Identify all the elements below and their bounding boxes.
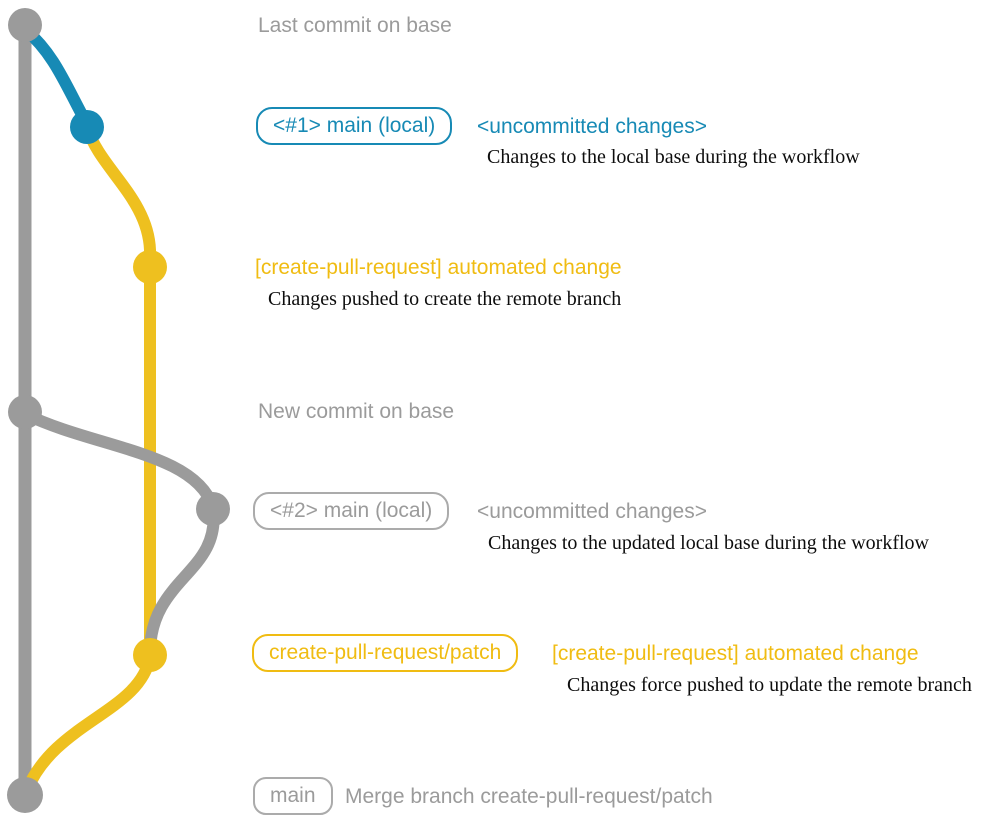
main-local-1-badge: <#1> main (local) — [256, 107, 453, 145]
automated-change-2-title: [create-pull-request] automated change — [552, 642, 919, 665]
main-local-1-badge-label: <#1> main (local) — [273, 114, 436, 137]
automated-change-2-description: Changes force pushed to update the remot… — [567, 674, 972, 696]
local-main-1-branch-curve — [20, 24, 93, 130]
merge-commit-message: Merge branch create-pull-request/patch — [345, 785, 713, 808]
patch-branch-badge-label: create-pull-request/patch — [269, 641, 502, 664]
commit-dot-merge-commit — [7, 777, 43, 813]
commit-dot-automated-change-1 — [133, 250, 167, 284]
main-badge: main — [253, 777, 333, 815]
commit-dot-automated-change-2 — [133, 638, 167, 672]
local-main-2-branch-curve — [19, 408, 219, 513]
local-main-2-return-curve — [144, 503, 220, 656]
commit-dot-new-commit-on-base — [8, 395, 42, 429]
automated-change-1-description: Changes pushed to create the remote bran… — [268, 288, 622, 310]
main-local-2-badge: <#2> main (local) — [253, 492, 450, 530]
main-local-2-badge-label: <#2> main (local) — [270, 499, 433, 522]
commit-dot-main-local-2 — [196, 492, 230, 526]
automated-change-1-title: [create-pull-request] automated change — [255, 256, 622, 279]
last-commit-on-base-label: Last commit on base — [258, 14, 452, 37]
uncommitted-changes-1-title: <uncommitted changes> — [477, 115, 707, 138]
patch-branch-badge: create-pull-request/patch — [252, 634, 519, 672]
commit-dot-main-local-1 — [70, 110, 104, 144]
commit-dot-last-commit-on-base — [8, 8, 42, 42]
main-badge-label: main — [270, 784, 316, 807]
uncommitted-changes-1-description: Changes to the local base during the wor… — [487, 146, 860, 168]
patch-branch-merge-curve — [21, 651, 156, 796]
new-commit-on-base-label: New commit on base — [258, 400, 455, 423]
uncommitted-changes-2-title: <uncommitted changes> — [477, 500, 707, 523]
uncommitted-changes-2-description: Changes to the updated local base during… — [488, 532, 929, 554]
patch-branch-line — [81, 121, 156, 661]
